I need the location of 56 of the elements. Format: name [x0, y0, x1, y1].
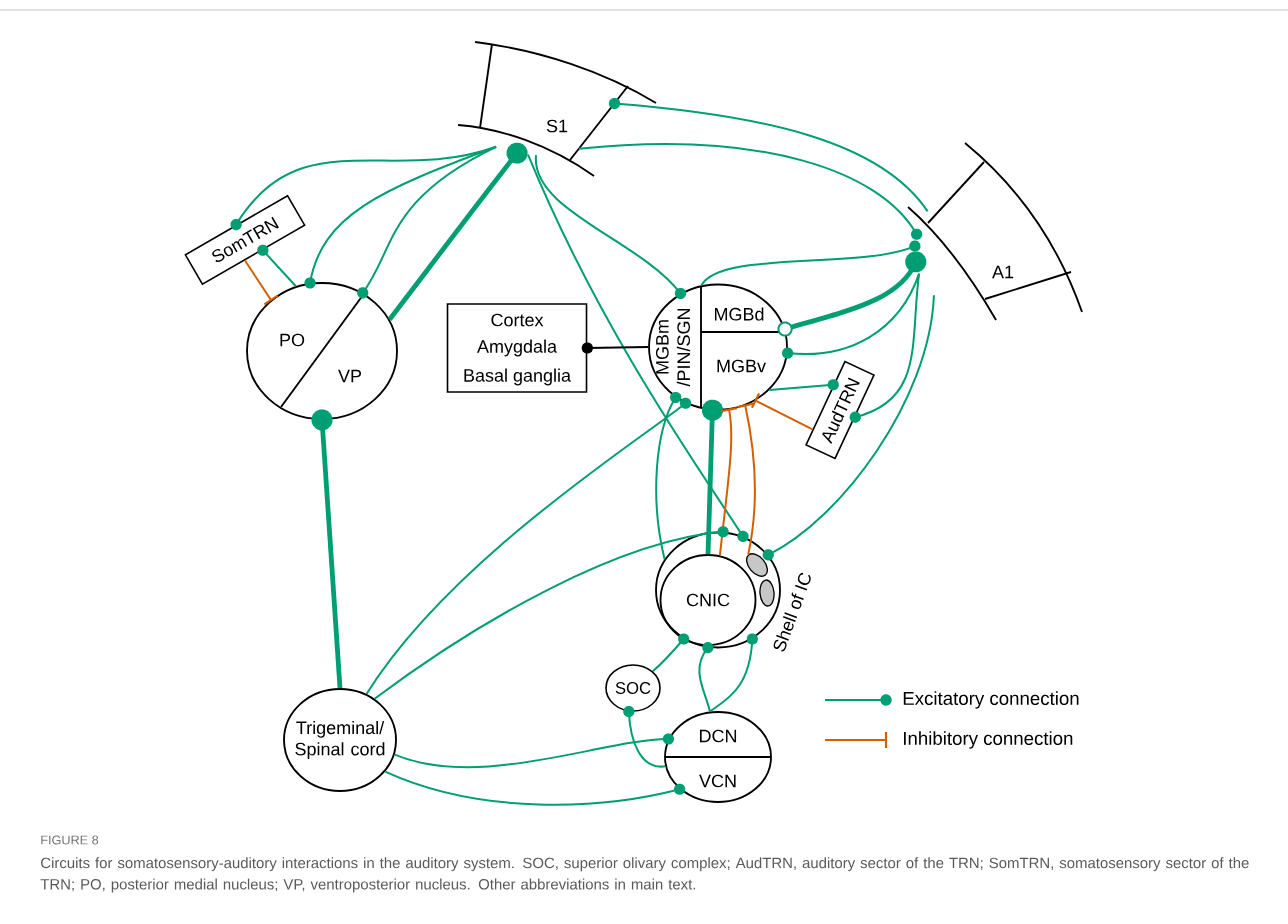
connection-line — [782, 272, 921, 359]
region-label: MGBd — [715, 307, 764, 321]
connection-line — [527, 153, 749, 542]
connection-line — [849, 272, 921, 423]
connection-line — [698, 642, 714, 713]
connection-line — [373, 526, 729, 700]
region-label: PO — [280, 333, 305, 347]
region-label: Basal ganglia — [464, 368, 571, 386]
connection-line — [577, 143, 923, 240]
region-label: Cortex — [491, 313, 544, 327]
connection-line — [762, 294, 935, 561]
connection-line — [244, 259, 279, 306]
connection-line — [655, 391, 682, 561]
connection-line — [777, 251, 927, 337]
caption: Circuits for somatosensory-auditory interactions in the auditory system. SOC, superior olivary complex; AudTRN, auditory sector of the TRN; SomTRN, somatosensory sector of the TRN; PO, posterior medial nucleus; VP, ventroposterior nucleus. Other abbreviations in main text. — [40, 857, 1249, 893]
cortex-sector — [457, 41, 657, 177]
connection-line — [768, 379, 839, 392]
region-label: MGBv — [717, 359, 766, 373]
connection-line — [387, 142, 528, 321]
region-label: S1 — [546, 119, 568, 133]
connection-line — [750, 392, 814, 431]
nucleus-circle — [283, 688, 397, 792]
figure-label: FIGURE 8 — [41, 835, 99, 845]
nucleus-circle — [246, 282, 398, 420]
legend-label: Excitatory connection — [903, 691, 1079, 709]
region-label: Trigeminal/ Spinal cord — [295, 720, 385, 760]
nucleus-circle — [648, 283, 788, 411]
cortex-sector — [907, 142, 1083, 321]
connection-line — [581, 342, 650, 354]
connection-line — [257, 244, 297, 288]
connection-line — [700, 240, 921, 287]
connection-line — [535, 154, 687, 299]
region-label: DCN — [700, 729, 737, 743]
connection-line — [623, 705, 667, 768]
connection-line — [737, 402, 757, 556]
connection-line — [365, 397, 692, 696]
region-label: Shell of IC — [773, 572, 811, 652]
connection-line — [357, 145, 498, 299]
region-label: VP — [338, 369, 362, 383]
region-label: MGBm /PIN/SGN — [655, 308, 691, 387]
connection-line — [608, 97, 929, 213]
connection-line — [311, 409, 343, 689]
connection-line — [651, 633, 690, 673]
nucleus-circle — [664, 711, 772, 803]
connection-line — [393, 733, 674, 769]
region-label: A1 — [992, 265, 1014, 279]
connection-line — [709, 633, 758, 713]
connection-line — [702, 399, 723, 555]
subregion-ellipse — [759, 579, 775, 607]
region-label: VCN — [699, 774, 736, 788]
connection-line — [384, 770, 686, 806]
legend-label: Inhibitory connection — [904, 731, 1073, 749]
connection-line — [718, 407, 738, 557]
label-box — [446, 303, 588, 393]
region-label: Amygdala — [477, 339, 557, 357]
nucleus-circle — [655, 531, 811, 652]
